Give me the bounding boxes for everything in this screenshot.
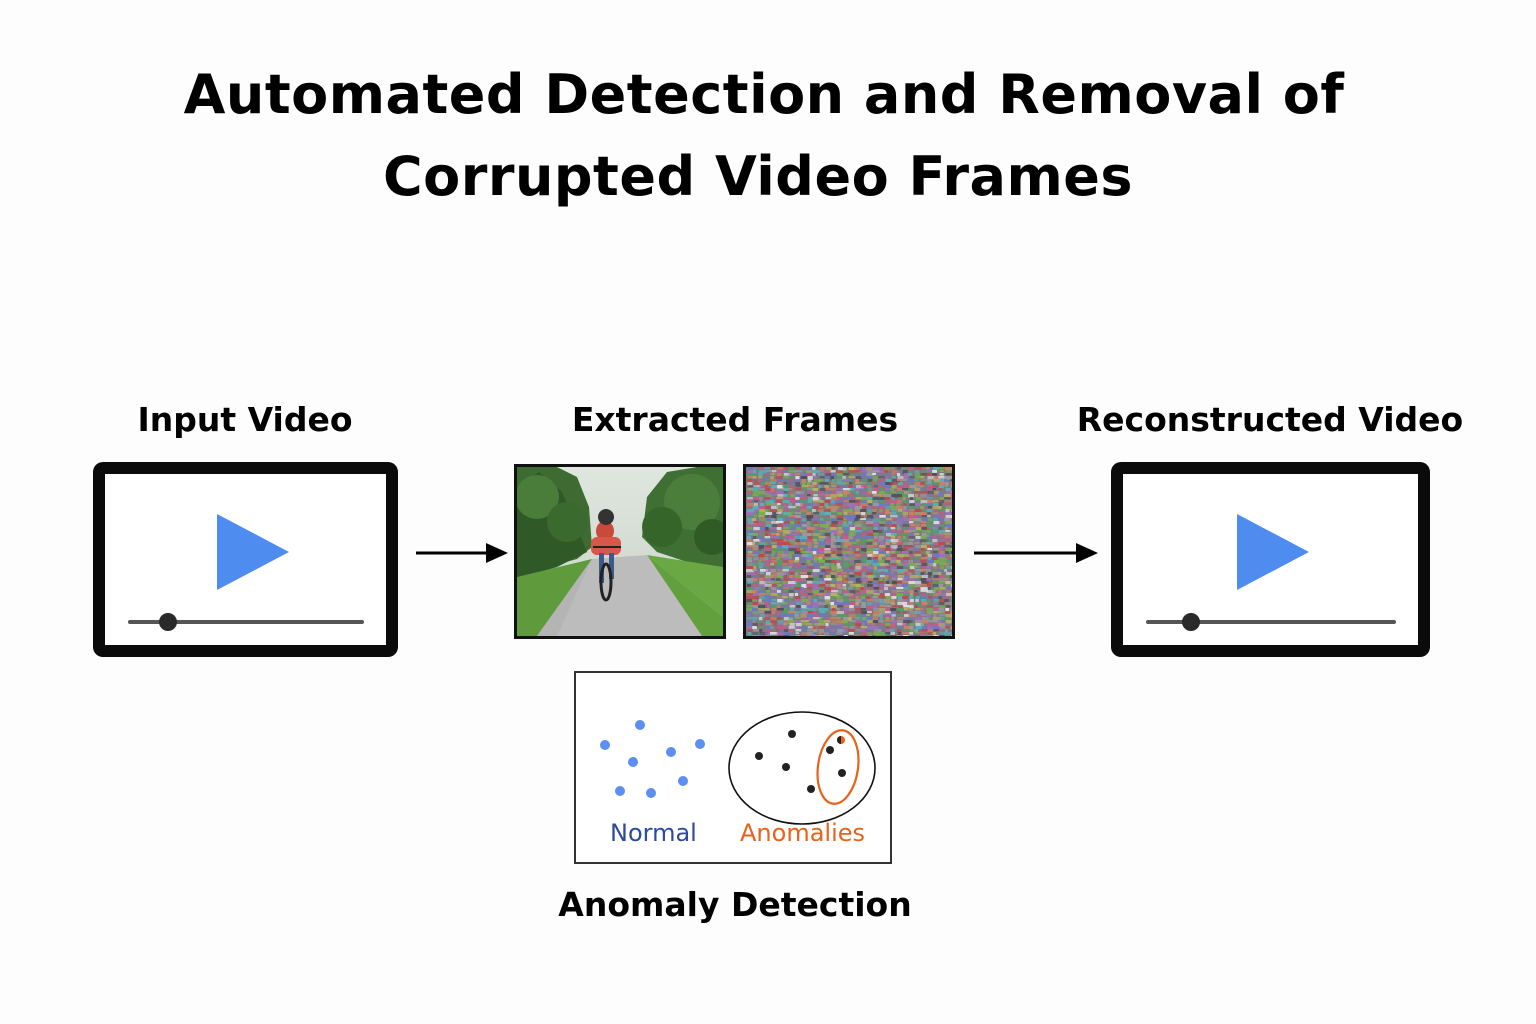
normal-frame-thumbnail bbox=[514, 464, 726, 639]
progress-track bbox=[1146, 613, 1396, 631]
reconstructed-video-label: Reconstructed Video bbox=[1076, 400, 1464, 439]
corrupted-frame-thumbnail bbox=[743, 464, 955, 639]
extracted-frames-label: Extracted Frames bbox=[571, 400, 899, 439]
static-noise-image bbox=[746, 467, 952, 636]
title-line-1: Automated Detection and Removal of bbox=[183, 63, 1345, 126]
input-video-player bbox=[93, 462, 398, 657]
anomaly-detection-panel: Normal Anomalies bbox=[574, 671, 892, 864]
title-line-2: Corrupted Video Frames bbox=[382, 145, 1134, 208]
cluster-plot bbox=[600, 711, 876, 825]
normal-points bbox=[600, 720, 705, 798]
anomaly-detection-label: Anomaly Detection bbox=[558, 885, 912, 924]
progress-knob bbox=[159, 613, 177, 631]
normal-cluster-label: Normal bbox=[610, 819, 697, 847]
progress-track bbox=[128, 613, 364, 631]
progress-knob bbox=[1182, 613, 1200, 631]
right-arrow-icon bbox=[416, 543, 508, 563]
play-icon bbox=[1237, 514, 1309, 590]
cluster-ellipse bbox=[728, 711, 876, 825]
cluster-points bbox=[755, 730, 846, 793]
cyclist-frame-image bbox=[517, 467, 723, 636]
reconstructed-video-player bbox=[1111, 462, 1430, 657]
right-arrow-icon bbox=[974, 543, 1098, 563]
input-video-label: Input Video bbox=[137, 400, 353, 439]
play-icon bbox=[217, 514, 289, 590]
anomalies-cluster-label: Anomalies bbox=[740, 819, 866, 847]
anomaly-ellipse bbox=[816, 729, 860, 805]
